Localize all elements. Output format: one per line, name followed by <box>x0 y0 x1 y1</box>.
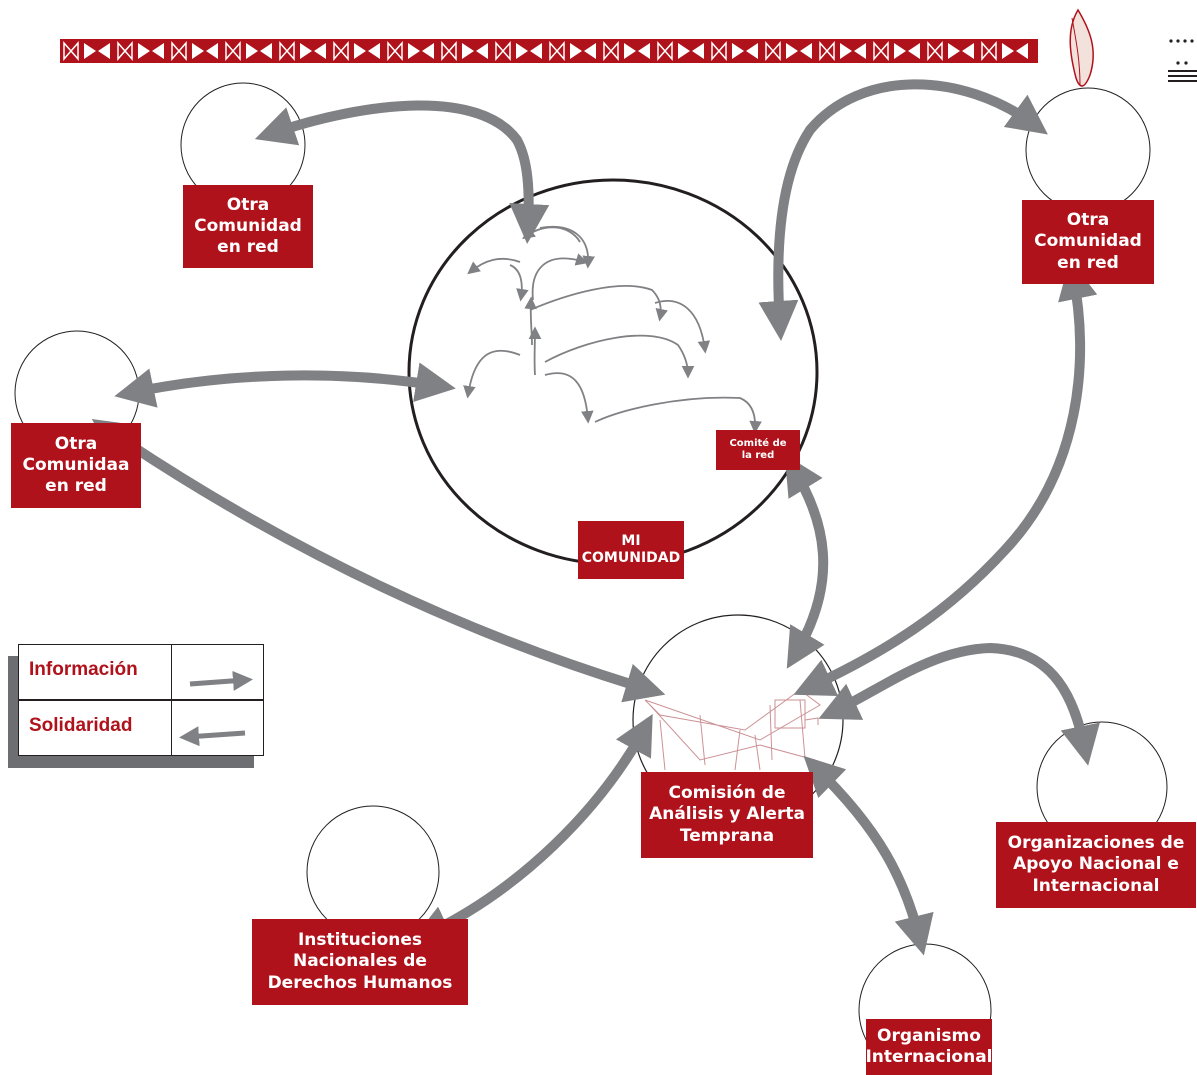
legend-cell-solidarity <box>171 701 265 755</box>
legend-divider <box>19 699 263 701</box>
legend: Información Solidaridad <box>18 644 264 756</box>
banner-bowtie-motif <box>711 41 727 61</box>
banner-bowtie-motif <box>549 41 565 61</box>
banner-triangle-motif <box>624 43 650 59</box>
banner-triangle-motif <box>786 43 812 59</box>
banner-triangle-motif <box>840 43 866 59</box>
label-comision-analisis-alerta: Comisión de Análisis y Alerta Temprana <box>641 772 813 858</box>
banner-triangle-motif <box>948 43 974 59</box>
label-organismo-internacional: Organismo Internacional <box>865 1019 993 1075</box>
corner-marks <box>1168 39 1197 82</box>
banner-bowtie-motif <box>819 41 835 61</box>
sketch-illustration-icon <box>644 689 821 771</box>
legend-label-solidarity: Solidaridad <box>29 715 133 736</box>
banner-bowtie-motif <box>117 41 133 61</box>
feather-quill-icon <box>1069 8 1094 87</box>
banner-bowtie-motif <box>927 41 943 61</box>
flow-organismo-comision <box>803 755 934 956</box>
banner-triangle-motif <box>408 43 434 59</box>
label-mi-comunidad: MI COMUNIDAD <box>578 521 684 579</box>
banner-triangle-motif <box>570 43 596 59</box>
banner-bowtie-motif <box>657 41 673 61</box>
banner-triangle-motif <box>732 43 758 59</box>
banner-bowtie-motif <box>873 41 889 61</box>
banner-triangle-motif <box>354 43 380 59</box>
banner-bowtie-motif <box>333 41 349 61</box>
banner-triangle-motif <box>84 43 110 59</box>
banner-bowtie-motif <box>441 41 457 61</box>
label-otra-comunidad-top-right: Otra Comunidad en red <box>1022 200 1154 284</box>
label-comite-de-la-red: Comité de la red <box>716 430 800 470</box>
legend-row-solidarity: Solidaridad <box>19 701 263 755</box>
flow-otra-top-left-mi-comunidad <box>254 100 550 244</box>
banner-pattern <box>63 41 1028 61</box>
banner-triangle-motif <box>516 43 542 59</box>
banner-triangle-motif <box>678 43 704 59</box>
banner-triangle-motif <box>300 43 326 59</box>
banner-bowtie-motif <box>765 41 781 61</box>
circle-mi-comunidad <box>407 178 819 566</box>
banner-triangle-motif <box>246 43 272 59</box>
banner-triangle-motif <box>138 43 164 59</box>
banner-triangle-motif <box>1002 43 1028 59</box>
banner-bowtie-motif <box>981 41 997 61</box>
legend-row-information: Información <box>19 645 263 699</box>
banner-bowtie-motif <box>225 41 241 61</box>
circle-otra-top-right <box>1025 87 1151 213</box>
banner-bowtie-motif <box>279 41 295 61</box>
label-otra-comunidad-top-left: Otra Comunidad en red <box>183 185 313 268</box>
flow-otra-top-right-mi-comunidad <box>758 79 1048 341</box>
flow-otra-left-mi-comunidad <box>114 362 456 408</box>
banner-bowtie-motif <box>603 41 619 61</box>
banner-triangle-motif <box>894 43 920 59</box>
internal-information-arrows <box>463 226 762 434</box>
legend-label-information: Información <box>29 659 138 680</box>
banner-bowtie-motif <box>63 41 79 61</box>
legend-cell-information <box>171 645 265 699</box>
solidarity-information-flows <box>91 79 1100 956</box>
banner-bowtie-motif <box>495 41 511 61</box>
label-otra-comunidad-left: Otra Comunidaa en red <box>11 423 141 508</box>
label-instituciones-derechos-humanos: Instituciones Nacionales de Derechos Hum… <box>252 919 468 1005</box>
banner-bowtie-motif <box>387 41 403 61</box>
banner-triangle-motif <box>462 43 488 59</box>
banner-bowtie-motif <box>171 41 187 61</box>
banner-triangle-motif <box>192 43 218 59</box>
flow-otra-left-comision <box>91 419 666 703</box>
label-organizaciones-apoyo: Organizaciones de Apoyo Nacional e Inter… <box>996 822 1196 908</box>
flow-instituciones-comision <box>410 713 653 943</box>
flow-comite-comision <box>784 454 829 669</box>
flow-organizaciones-comision <box>818 642 1100 766</box>
decorative-banner <box>60 39 1038 63</box>
flow-otra-top-right-comision <box>793 259 1098 697</box>
